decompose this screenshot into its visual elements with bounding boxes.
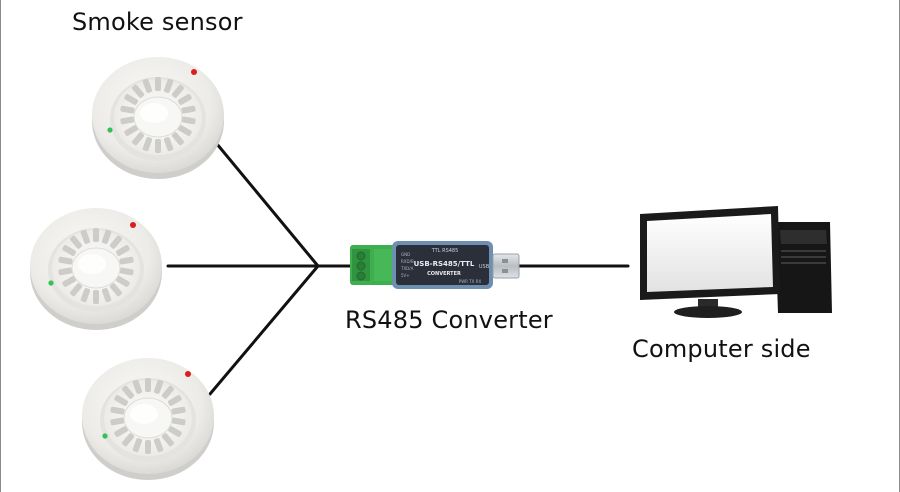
converter-bottom-text: PWR TX RX xyxy=(459,279,482,284)
usb-plug xyxy=(492,253,520,279)
terminal-screw xyxy=(356,271,366,281)
converter-subtitle-text: CONVERTER xyxy=(427,271,461,277)
left-border xyxy=(0,0,1,492)
sensor-led-green xyxy=(102,433,108,439)
converter-pin-label: RXD/B xyxy=(401,259,414,264)
pc-tower xyxy=(775,222,832,313)
smoke-sensor-2 xyxy=(29,207,163,331)
monitor-stand xyxy=(674,306,742,318)
computer-label: Computer side xyxy=(632,335,811,363)
converter-pin-label: 5V+ xyxy=(401,273,410,278)
converter-body xyxy=(396,245,489,285)
converter-title-text: USB-RS485/TTL xyxy=(414,260,475,268)
wires xyxy=(166,136,630,396)
terminal-screw xyxy=(356,261,366,271)
sensor-led-red xyxy=(191,69,197,75)
wire-sensor-3 xyxy=(208,264,320,396)
converter-usb-text: USB xyxy=(479,264,490,270)
smoke-sensor-label: Smoke sensor xyxy=(72,8,243,36)
smoke-sensor-3 xyxy=(81,357,215,481)
smoke-sensor-1 xyxy=(91,56,225,180)
converter-pin-label: TXD/A xyxy=(400,266,414,271)
sensor-led-green xyxy=(48,280,54,286)
sensor-led-red xyxy=(130,222,136,228)
wire-sensor-1 xyxy=(210,136,320,268)
computer xyxy=(640,206,832,318)
sensor-led-green xyxy=(107,127,113,133)
converter-pin-label: GND xyxy=(401,252,410,257)
sensor-led-red xyxy=(185,371,191,377)
converter-label: RS485 Converter xyxy=(345,306,553,334)
rs485-converter: TTL RS485 USB-RS485/TTL CONVERTER GND RX… xyxy=(350,241,520,289)
converter-header-text: TTL RS485 xyxy=(431,248,459,254)
terminal-screw xyxy=(356,251,366,261)
monitor-screen xyxy=(647,214,773,292)
